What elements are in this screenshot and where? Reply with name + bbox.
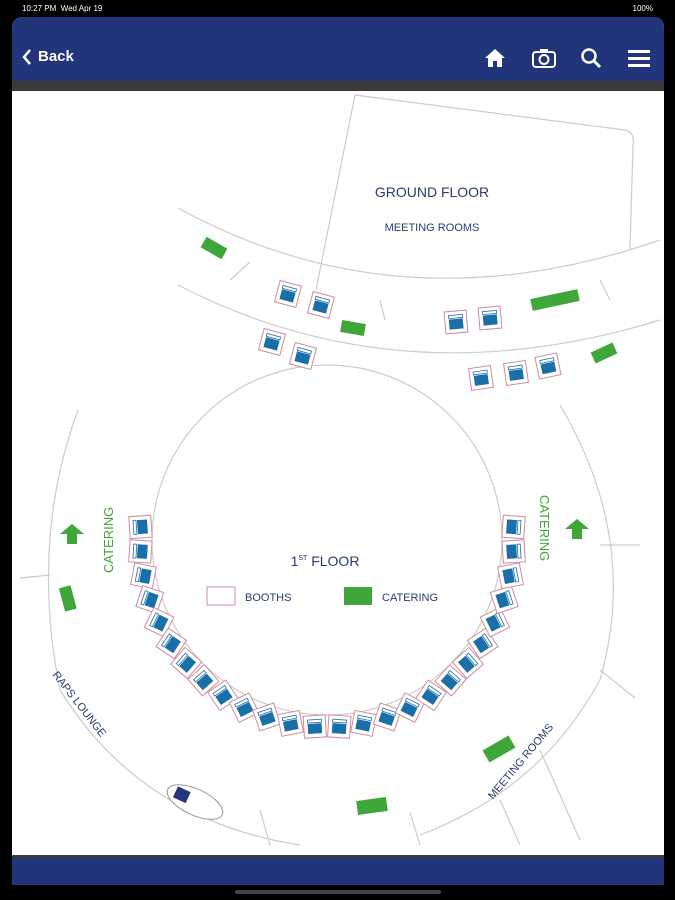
floor-map[interactable]: GROUND FLOOR MEETING ROOMS 1ST FLOOR BOO… [12, 91, 664, 858]
booth[interactable] [187, 664, 220, 697]
map-outlines [19, 94, 661, 846]
status-battery: 100% [632, 4, 653, 13]
booth[interactable] [302, 714, 327, 739]
status-time: 10:27 PM Wed Apr 19 [22, 4, 103, 13]
booth[interactable] [534, 352, 562, 380]
legend-booth-swatch [206, 586, 236, 606]
legend-booths-label: BOOTHS [245, 592, 291, 604]
booth[interactable] [497, 562, 525, 590]
chevron-left-icon [22, 48, 31, 65]
catering-areas [58, 236, 618, 816]
back-label: Back [38, 48, 74, 65]
booth[interactable] [327, 714, 352, 739]
booth[interactable] [489, 584, 519, 615]
booth[interactable] [155, 627, 188, 660]
first-floor-title: 1ST FLOOR [291, 553, 360, 569]
booth[interactable] [129, 562, 157, 590]
bottom-bar [12, 855, 664, 885]
arrow-up-icons [60, 519, 589, 544]
raps-logo [166, 784, 224, 820]
ground-meeting-rooms-label: MEETING ROOMS [385, 222, 480, 234]
catering-left-label: CATERING [101, 507, 116, 573]
menu-icon[interactable] [628, 47, 650, 69]
home-indicator[interactable] [235, 890, 441, 894]
search-icon[interactable] [580, 47, 602, 69]
booth[interactable] [276, 709, 304, 737]
booth[interactable] [128, 514, 153, 540]
booth[interactable] [479, 606, 511, 638]
booth[interactable] [503, 360, 529, 386]
booth[interactable] [169, 646, 203, 680]
booth[interactable] [468, 365, 494, 391]
catering-right-label: CATERING [537, 495, 552, 561]
ground-floor-booths[interactable] [257, 279, 562, 391]
booth[interactable] [443, 309, 469, 335]
booth[interactable] [415, 679, 448, 712]
first-floor-booths[interactable] [128, 514, 526, 739]
booth[interactable] [394, 692, 426, 724]
ground-floor-title: GROUND FLOOR [375, 184, 489, 200]
raps-lounge-label: RAPS LOUNGE [50, 669, 108, 739]
booth[interactable] [451, 646, 485, 680]
booth[interactable] [288, 341, 318, 371]
app-window: Back [12, 17, 664, 885]
back-button[interactable]: Back [22, 48, 74, 65]
booth[interactable] [501, 539, 526, 564]
booth[interactable] [372, 702, 402, 732]
camera-icon[interactable] [532, 47, 556, 69]
arrow-up-icon [565, 519, 589, 539]
booth[interactable] [252, 702, 282, 732]
toolbar-divider [12, 81, 664, 91]
nav-bar: Back [12, 17, 664, 81]
home-icon[interactable] [484, 47, 506, 69]
booth[interactable] [273, 279, 303, 309]
booth[interactable] [257, 327, 287, 357]
booth[interactable] [501, 514, 526, 540]
status-bar: 10:27 PM Wed Apr 19 100% [0, 0, 675, 17]
booth[interactable] [434, 664, 467, 697]
arrow-up-icon [60, 524, 84, 544]
legend-catering-swatch [344, 587, 372, 605]
booth[interactable] [128, 539, 153, 564]
booth[interactable] [143, 606, 175, 638]
booth[interactable] [477, 305, 503, 331]
booth[interactable] [135, 584, 165, 615]
booth[interactable] [350, 709, 378, 737]
booth[interactable] [228, 692, 260, 724]
legend-catering-label: CATERING [382, 592, 438, 604]
booth[interactable] [306, 290, 336, 320]
